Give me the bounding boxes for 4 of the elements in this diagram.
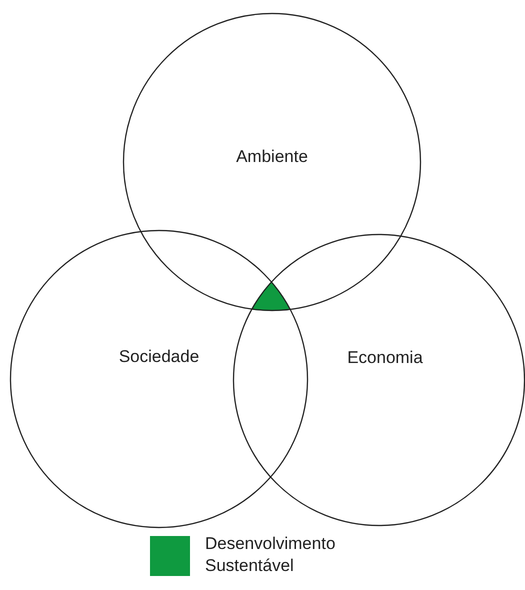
circle-label: Economia: [347, 348, 423, 368]
circle-label: Sociedade: [118, 347, 200, 367]
legend-label: Desenvolvimento Sustentável: [205, 533, 336, 577]
circle-label: Ambiente: [236, 147, 308, 167]
